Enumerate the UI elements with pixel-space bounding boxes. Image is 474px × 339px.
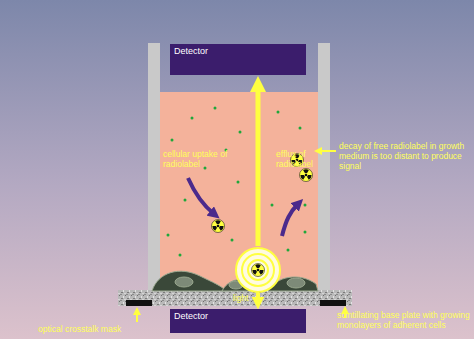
well-wall [318,43,330,293]
well-wall [148,43,160,293]
uptake-arrow [188,178,214,214]
light-arrow [256,84,261,246]
note-label: decay of free radiolabel in growth mediu… [339,141,469,171]
uptake-label: cellular uptake of radiolabel [163,149,233,169]
efflux-label: efflux of radiolabel [276,149,318,169]
light-label: light [233,293,257,303]
cells [152,271,318,291]
leader-arrow [136,311,138,322]
growth-medium [160,92,318,292]
radiolabel-symbol [212,220,225,233]
detector-label: Detector [170,44,306,59]
light-burst [236,248,280,292]
crosstalk-mask [320,300,346,306]
radiolabel-symbol [300,169,313,182]
efflux-arrow [282,204,298,236]
detector-label: Detector [170,309,306,324]
detector-box: Detector [170,309,306,333]
scintillating-plate [118,290,352,306]
mask-label: optical crosstalk mask [38,324,150,334]
radiolabel-dots [167,107,307,257]
crosstalk-mask [126,300,152,306]
detector-box: Detector [170,44,306,75]
leader-arrow [318,150,336,152]
light-arrow [256,293,260,303]
plate-label: scintillating base plate with growing mo… [337,310,470,330]
